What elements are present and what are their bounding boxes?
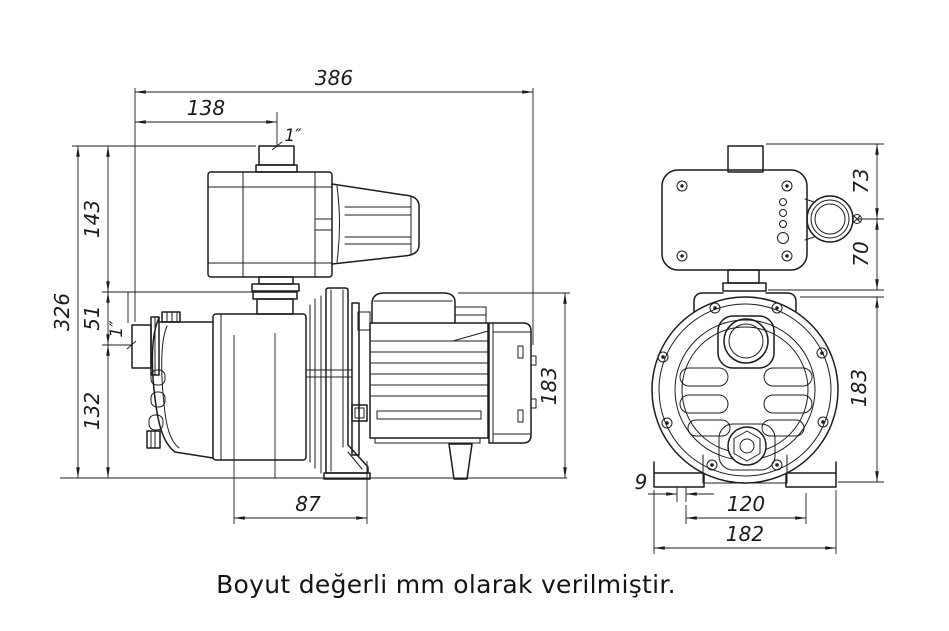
- mounting-flange: [305, 287, 371, 480]
- dim-motor-height: 183: [537, 293, 567, 478]
- pump-face: [651, 292, 839, 488]
- dim-port-offset: 138: [135, 96, 277, 124]
- dim-label-70: 70: [849, 241, 873, 266]
- priming-plug: [161, 311, 181, 323]
- side-dimensions: 386 138 1″ 326 143 51 132: [50, 66, 570, 524]
- right-foot: [785, 461, 837, 488]
- dim-label-182: 182: [726, 522, 764, 546]
- dim-label-132: 132: [80, 392, 104, 430]
- dim-label-front-183: 183: [847, 369, 871, 407]
- left-foot: [653, 461, 705, 488]
- dim-front-total-width: 182: [653, 490, 837, 554]
- discharge-port-neck: [258, 145, 295, 166]
- pressure-controller-side: [207, 145, 420, 315]
- drain-plug: [146, 430, 161, 449]
- fan-cover: [488, 322, 532, 444]
- dim-label-143: 143: [80, 200, 104, 238]
- dim-label-120: 120: [727, 492, 765, 516]
- flange-foot: [323, 472, 371, 480]
- units-caption: Boyut değerli mm olarak verilmiştir.: [216, 570, 676, 599]
- controller-screws: [676, 180, 793, 262]
- controller-face: [661, 169, 808, 271]
- drain-boss: [718, 423, 776, 471]
- terminal-box: [371, 292, 456, 324]
- dim-total-width: 386: [135, 66, 533, 94]
- dim-body-height: 183: [847, 297, 879, 482]
- dim-suction-port: 1″: [107, 320, 137, 350]
- pump-body: [212, 313, 307, 461]
- dim-chain-left: 143 51 132: [80, 146, 110, 478]
- dim-label-51: 51: [80, 305, 104, 330]
- dim-discharge-port: 1″: [271, 112, 302, 151]
- union-nut-front: [722, 282, 767, 292]
- suction-port: [131, 324, 152, 369]
- side-view: 386 138 1″ 326 143 51 132: [50, 66, 570, 524]
- dim-label-side-1in: 1″: [107, 320, 127, 338]
- union-collar: [252, 291, 298, 300]
- dim-foot-inset: 9: [635, 470, 714, 502]
- dim-label-87: 87: [295, 492, 321, 516]
- dim-label-top-1in: 1″: [284, 126, 302, 146]
- dim-label-side-183: 183: [537, 367, 561, 405]
- dim-label-138: 138: [187, 96, 225, 120]
- vent-slots: [679, 367, 813, 437]
- motor-foot: [448, 443, 473, 480]
- discharge-port-front: [727, 145, 764, 173]
- motor-body: [369, 322, 489, 439]
- dim-clamp-height: 70: [849, 219, 879, 290]
- top-port-boss: [717, 315, 775, 369]
- top-bracket-left: [693, 292, 724, 313]
- dim-total-height: 326: [50, 146, 80, 478]
- front-view: 73 70 183 9 120: [635, 143, 884, 554]
- rim-bolts: [657, 302, 829, 471]
- motor-side: [369, 292, 537, 480]
- controller-box: [207, 171, 333, 278]
- dim-port-height: 73: [849, 144, 879, 219]
- front-dimensions: 73 70 183 9 120: [635, 143, 884, 554]
- pump-casing-side: [131, 311, 307, 478]
- dim-label-73: 73: [849, 168, 873, 193]
- dim-label-326: 326: [50, 293, 74, 331]
- top-bracket-right: [765, 292, 797, 312]
- dim-label-9: 9: [635, 470, 648, 494]
- dim-foot-span: 120: [685, 492, 807, 524]
- indicator-leds: [777, 198, 789, 244]
- dim-foot-offset: 87: [234, 492, 367, 520]
- cable-clamp-ring: [804, 195, 862, 243]
- dim-label-386: 386: [315, 66, 353, 90]
- cable-gland-cone: [331, 183, 420, 265]
- pressure-controller-front: [661, 145, 862, 292]
